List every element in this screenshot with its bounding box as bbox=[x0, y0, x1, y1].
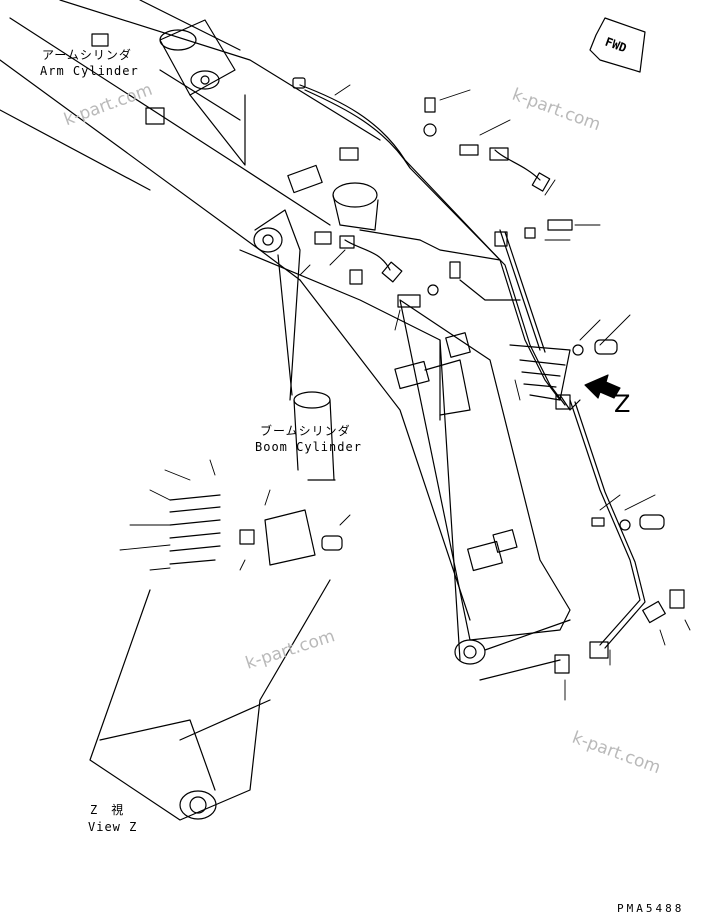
view-z-arrow bbox=[584, 374, 621, 399]
hydraulic-tubes bbox=[299, 84, 646, 649]
drawing-code: PMA5488 bbox=[617, 902, 685, 915]
boom-cylinder bbox=[253, 182, 379, 481]
arm-cylinder-label-en: Arm Cylinder bbox=[40, 64, 139, 78]
arm-outline bbox=[0, 0, 381, 281]
boom-cylinder-label-en: Boom Cylinder bbox=[255, 440, 362, 454]
view-z-label-en: View Z bbox=[88, 820, 138, 834]
fittings-upper bbox=[91, 33, 573, 308]
z-marker-label: Z bbox=[614, 390, 631, 418]
boom-body bbox=[239, 229, 571, 681]
boom-cylinder-label-jp: ブームシリンダ bbox=[260, 424, 351, 438]
arm-cylinder bbox=[159, 19, 246, 166]
arm-cylinder-label-jp: アームシリンダ bbox=[42, 48, 132, 62]
leader-lines bbox=[119, 84, 691, 701]
view-z-block bbox=[89, 494, 343, 821]
view-z-label-jp: Z 視 bbox=[90, 803, 125, 817]
fwd-arrow-icon bbox=[589, 17, 646, 73]
tube-clamps bbox=[394, 332, 685, 674]
